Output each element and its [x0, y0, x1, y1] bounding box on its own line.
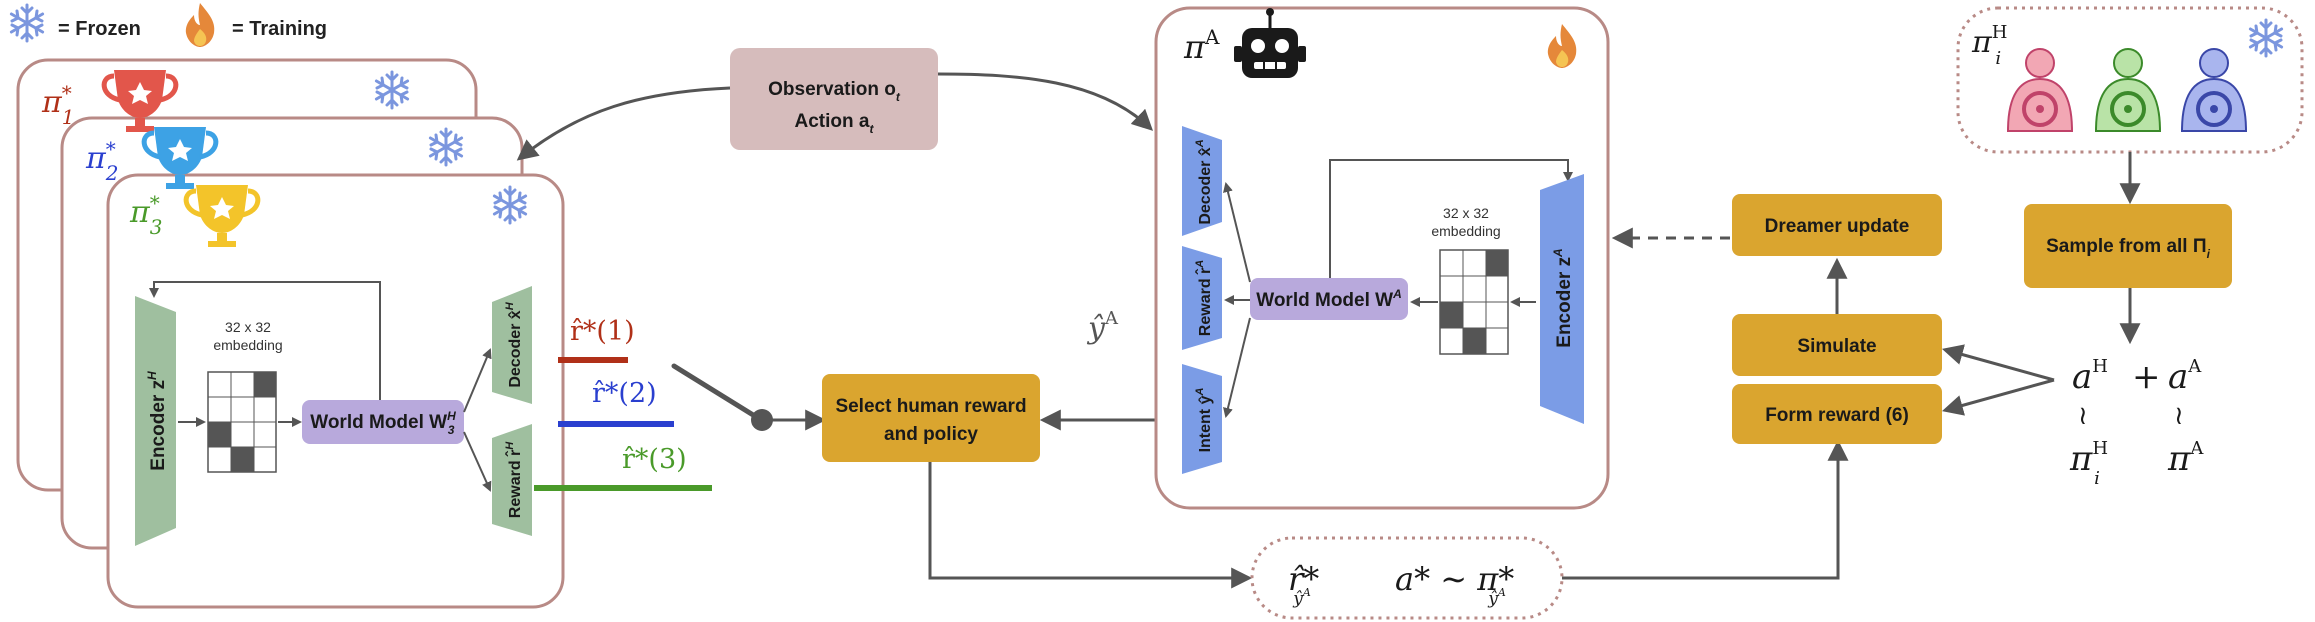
agent-encoder-block — [1540, 174, 1584, 424]
actions-to-form-reward-arrow — [1941, 378, 2055, 416]
select-human-reward-box — [822, 374, 1040, 462]
simulate-label: Simulate — [1797, 336, 1876, 357]
sample-from-all-label: Sample from all Πi — [2046, 236, 2211, 261]
observation-action-box — [730, 48, 938, 150]
agent-policy-label: πA — [1183, 25, 1220, 66]
reward-output-label-3: r̂*(3) — [622, 444, 687, 475]
action-label: Action at — [795, 111, 875, 136]
simulate-box — [1732, 314, 1942, 376]
human-encoder-block — [135, 296, 176, 546]
agent-decoder-label: Decoder x̂A — [1194, 139, 1214, 224]
agent-world-model-block — [1250, 278, 1408, 320]
selector-switch-pivot — [751, 409, 773, 431]
agent-embedding-grid — [1439, 249, 1509, 355]
agent-encoder-label: Encoder zA — [1551, 248, 1575, 347]
human-reward-label: Reward r̂H — [504, 441, 524, 518]
dreamer-update-box — [1732, 194, 1942, 256]
form-reward-box — [1732, 384, 1942, 444]
agent-wm-to-decoder-arrow — [1223, 182, 1251, 283]
trophy-red-icon — [101, 70, 179, 132]
human-decoder-label: Decoder x̂H — [504, 301, 524, 387]
agent-reward-block — [1182, 246, 1222, 350]
driver-green-icon — [2094, 48, 2162, 132]
sampled-reward-expr: r̂*ŷA — [1288, 560, 1319, 609]
human-encoder-label: Encoder zH — [145, 371, 169, 471]
agent-policy-label-right: πA — [2167, 438, 2204, 479]
reward-output-label-1: r̂*(1) — [570, 316, 635, 347]
agent-world-model-label: World Model WA — [1256, 287, 1402, 311]
agent-decoder-block — [1182, 126, 1222, 236]
observation-to-humans-arrow — [516, 86, 731, 161]
agent-embedding-label: embedding — [1431, 223, 1500, 239]
reward-output-label-2: r̂*(2) — [592, 378, 657, 409]
policy-label-3: π*3 — [129, 191, 162, 239]
select-box-line1: Select human reward — [835, 396, 1026, 417]
human-embedding-label: embedding — [213, 337, 282, 353]
human-decoder-block — [492, 286, 532, 404]
agent-reward-label: Reward r̂A — [1194, 260, 1214, 336]
trophy-gold-icon — [183, 185, 261, 247]
agent-recurrent-arrow — [1329, 159, 1573, 278]
flame-icon — [185, 3, 215, 47]
human-action-label: aH — [2072, 356, 2108, 397]
agent-embedding-label: 32 x 32 — [1443, 205, 1489, 221]
human-recurrent-arrow — [149, 281, 381, 400]
legend-training-label: = Training — [232, 18, 327, 40]
policy-label-2: π*2 — [85, 137, 118, 185]
sampled-reward-policy-box — [1250, 536, 1564, 620]
tilde-agent: ≀ — [2174, 401, 2184, 431]
selector-switch-lever — [671, 363, 761, 421]
dreamer-update-label: Dreamer update — [1765, 216, 1910, 237]
legend-frozen-label: = Frozen — [58, 18, 141, 40]
human-embedding-label: 32 x 32 — [225, 319, 271, 335]
observation-to-agent-arrow — [937, 72, 1154, 131]
driver-pink-icon — [2006, 48, 2074, 132]
agent-action-label: aA — [2168, 356, 2202, 397]
sample-from-all-box — [2024, 204, 2232, 288]
observation-label: Observation ot — [768, 79, 901, 104]
snowflake-icon — [9, 3, 45, 43]
policy-label-1: π*1 — [41, 81, 74, 129]
select-to-formula-arrow — [928, 462, 1253, 589]
agent-wm-to-intent-arrow — [1223, 317, 1251, 418]
human-reward-block — [492, 424, 532, 536]
intent-estimate-label: ŷA — [1086, 308, 1119, 346]
human-world-model-block — [302, 400, 464, 444]
sampled-action-expr: a* ∼ π*ŷA — [1395, 560, 1514, 609]
form-reward-label: Form reward (6) — [1765, 405, 1909, 426]
plus-sign: + — [2132, 357, 2161, 397]
select-box-line2: and policy — [884, 424, 978, 445]
driver-blue-icon — [2180, 48, 2248, 132]
trophy-blue-icon — [141, 127, 219, 189]
agent-frame — [1154, 6, 1610, 510]
formula-to-form-reward-arrow — [1562, 439, 1849, 580]
human-embedding-grid — [207, 371, 277, 473]
wm-to-decoder-arrow — [463, 348, 492, 413]
actions-to-simulate-arrow — [1941, 344, 2055, 382]
agent-intent-label: Intent ŷA — [1194, 388, 1214, 453]
agent-intent-block — [1182, 364, 1222, 474]
wm-to-reward-arrow — [463, 431, 492, 492]
robot-icon — [1234, 8, 1306, 78]
tilde-human: ≀ — [2078, 401, 2088, 431]
